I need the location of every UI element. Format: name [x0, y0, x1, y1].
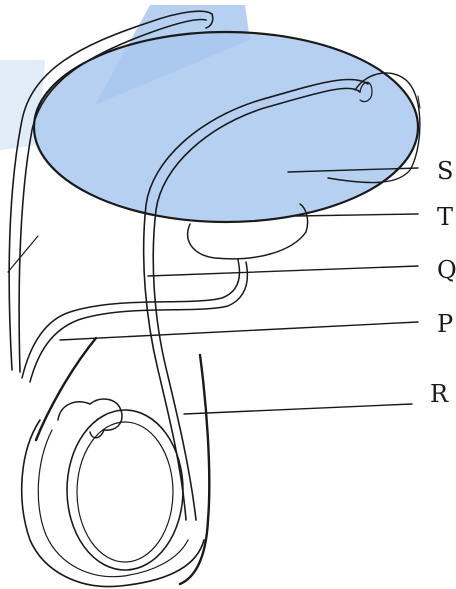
testis-inner	[77, 422, 173, 562]
leader-line-p	[60, 322, 418, 340]
tick-mark	[8, 236, 38, 272]
label-r: R	[430, 382, 448, 406]
leader-line-r	[184, 404, 412, 414]
epididymis	[58, 399, 122, 438]
testis-outer	[67, 410, 183, 570]
label-q: Q	[437, 258, 456, 282]
scrotum-outline	[22, 420, 204, 587]
label-p: P	[437, 312, 453, 336]
scrotum-inner	[38, 430, 188, 577]
penis-outline	[36, 338, 96, 440]
scrotum-right-edge	[180, 355, 209, 584]
label-t: T	[437, 205, 453, 229]
urethra-upper	[22, 260, 239, 378]
label-s: S	[437, 159, 453, 183]
urethra-upper-inner	[30, 262, 247, 382]
leader-line-t	[296, 214, 418, 216]
leader-line-q	[148, 266, 418, 276]
highlight-overlay	[0, 5, 419, 223]
